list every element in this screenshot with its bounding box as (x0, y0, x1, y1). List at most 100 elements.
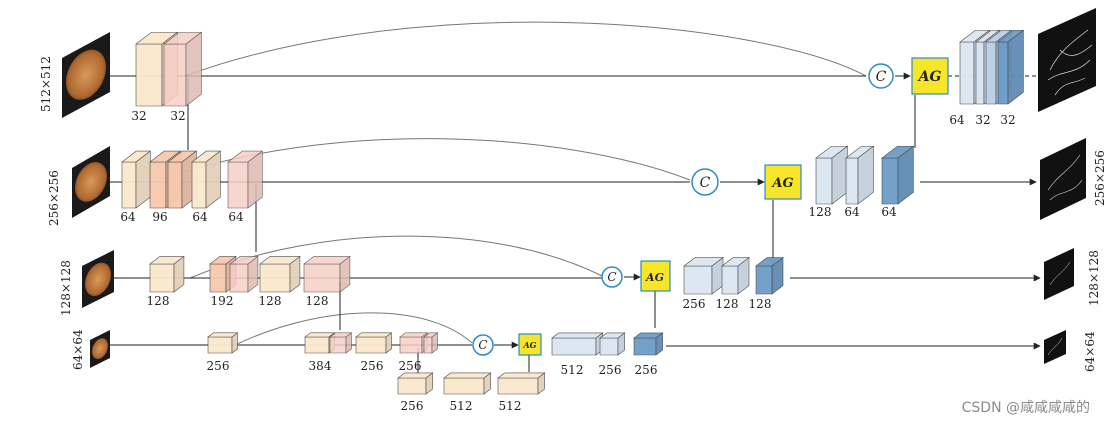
channel-label: 128 (749, 297, 772, 311)
dec-block-lvl3-2 (721, 256, 750, 295)
dec-block-lvl4-1-face (551, 337, 597, 356)
concat-symbol-lvl4: C (478, 338, 487, 352)
enc-block-lvl2-1 (121, 150, 152, 209)
enc-block-lvl2-4-face (191, 161, 207, 209)
attention-gate-lvl1 (911, 57, 949, 95)
size-label-lvl4: 64×64 (71, 329, 85, 370)
channel-label: 256 (207, 359, 230, 373)
enc-block-lvl3-3 (229, 255, 259, 293)
channel-label: 128 (259, 294, 282, 308)
channel-label: 128 (306, 294, 329, 308)
dec-block-lvl4-2-face (617, 332, 625, 356)
dec-block-lvl2-3-face (881, 157, 899, 205)
dec-block-lvl4-2 (599, 332, 626, 356)
channel-label: 128 (809, 205, 832, 219)
size-label-lvl2: 256×256 (47, 170, 61, 226)
bottleneck-block-1-face (425, 372, 433, 395)
concat-node-lvl4 (472, 334, 494, 356)
dec-block-lvl2-1-face (815, 157, 833, 205)
concat-node-lvl3 (601, 266, 623, 288)
dec-block-lvl2-2-face (857, 145, 874, 205)
channel-label: 512 (450, 399, 473, 413)
channel-label: 64 (192, 210, 208, 224)
channel-label: 256 (599, 363, 622, 377)
channel-label: 64 (844, 205, 860, 219)
channel-label: 64 (881, 205, 897, 219)
skip-arc-lvl4 (234, 312, 473, 346)
channel-label: 256 (361, 359, 384, 373)
bottleneck-block-3-face (497, 377, 539, 395)
dec-block-lvl2-3-face (897, 145, 914, 205)
dec-block-lvl4-3-face (655, 332, 663, 356)
size-label-lvl2-right: 256×256 (1093, 150, 1106, 206)
enc-block-lvl4-6-face (431, 332, 438, 354)
concat-symbol-lvl3: C (607, 270, 616, 284)
channel-label: 64 (949, 113, 965, 127)
dec-block-lvl3-3 (755, 256, 784, 295)
dec-block-lvl3-3-face (771, 256, 784, 295)
skip-arc-lvl1 (184, 21, 867, 77)
enc-block-lvl4-3-face (329, 336, 347, 354)
attention-gate-label-lvl4: AG (522, 340, 536, 350)
enc-block-lvl4-4-face (355, 332, 393, 338)
enc-block-lvl3-5-face (303, 263, 341, 293)
watermark: CSDN @咸咸咸咸的 (962, 400, 1090, 416)
enc-block-lvl1-2-face (163, 43, 187, 107)
enc-block-lvl3-4-face (259, 263, 291, 293)
channel-label: 256 (635, 363, 658, 377)
enc-block-lvl3-5-face (339, 255, 351, 293)
input-images (62, 32, 114, 368)
dec-block-lvl3-3-face (755, 265, 773, 295)
concat-symbol-lvl2: C (700, 175, 711, 191)
dec-block-lvl2-1 (815, 145, 849, 205)
bottleneck-block-2-face (443, 372, 492, 379)
size-label-lvl3-right: 128×128 (1087, 250, 1101, 306)
enc-block-lvl4-3-face (345, 332, 352, 354)
size-label-lvl3: 128×128 (59, 260, 73, 316)
channel-labels: 32 32 64 32 32 64 96 64 64 128 64 64 128… (120, 109, 1015, 413)
channel-label: 32 (131, 109, 146, 123)
output-image-lvl3 (1044, 248, 1074, 300)
dec-block-lvl4-1-face (551, 332, 604, 339)
dec-block-lvl1-4 (997, 29, 1025, 105)
enc-block-lvl3-1 (149, 255, 185, 293)
attention-gate-lvl2 (764, 164, 802, 200)
output-images (1038, 8, 1096, 364)
enc-block-lvl4-4-face (385, 332, 392, 354)
enc-block-lvl3-3-face (247, 255, 259, 293)
enc-block-lvl3-4 (259, 255, 301, 293)
attention-gate-lvl4 (518, 333, 542, 356)
enc-block-lvl2-5-face (247, 150, 263, 209)
enc-block-lvl1-2-face (185, 31, 202, 107)
channel-label: 256 (399, 359, 422, 373)
channel-label: 64 (228, 210, 244, 224)
bottleneck-block-1 (397, 372, 434, 395)
enc-block-lvl2-3-face (167, 161, 183, 209)
channel-label: 32 (170, 109, 185, 123)
output-image-lvl1 (1038, 8, 1096, 112)
bottleneck-block-2-face (443, 377, 485, 395)
channel-label: 512 (561, 363, 584, 377)
channel-label: 256 (401, 399, 424, 413)
size-label-lvl4-right: 64×64 (1083, 331, 1097, 372)
dec-block-lvl2-2-face (845, 157, 859, 205)
dec-block-lvl2-3 (881, 145, 915, 205)
attention-gate-lvl3 (640, 260, 671, 292)
enc-block-lvl2-4-face (205, 150, 221, 209)
channel-label: 128 (716, 297, 739, 311)
dec-block-lvl1-1-face (959, 41, 975, 105)
dec-block-lvl2-2 (845, 145, 875, 205)
bottleneck-block-3-face (497, 372, 546, 379)
enc-block-lvl4-2-face (304, 336, 330, 354)
channel-label: 512 (499, 399, 522, 413)
channel-label: 192 (211, 294, 234, 308)
enc-block-lvl2-4 (191, 150, 222, 209)
channel-label: 256 (683, 297, 706, 311)
dec-block-lvl1-4-face (1007, 29, 1024, 105)
dec-block-lvl4-2-face (599, 337, 619, 356)
size-label-lvl1: 512×512 (39, 56, 53, 112)
enc-block-lvl4-3 (329, 332, 353, 354)
enc-block-lvl3-3-face (229, 263, 249, 293)
concat-symbol-lvl1: C (876, 69, 887, 85)
